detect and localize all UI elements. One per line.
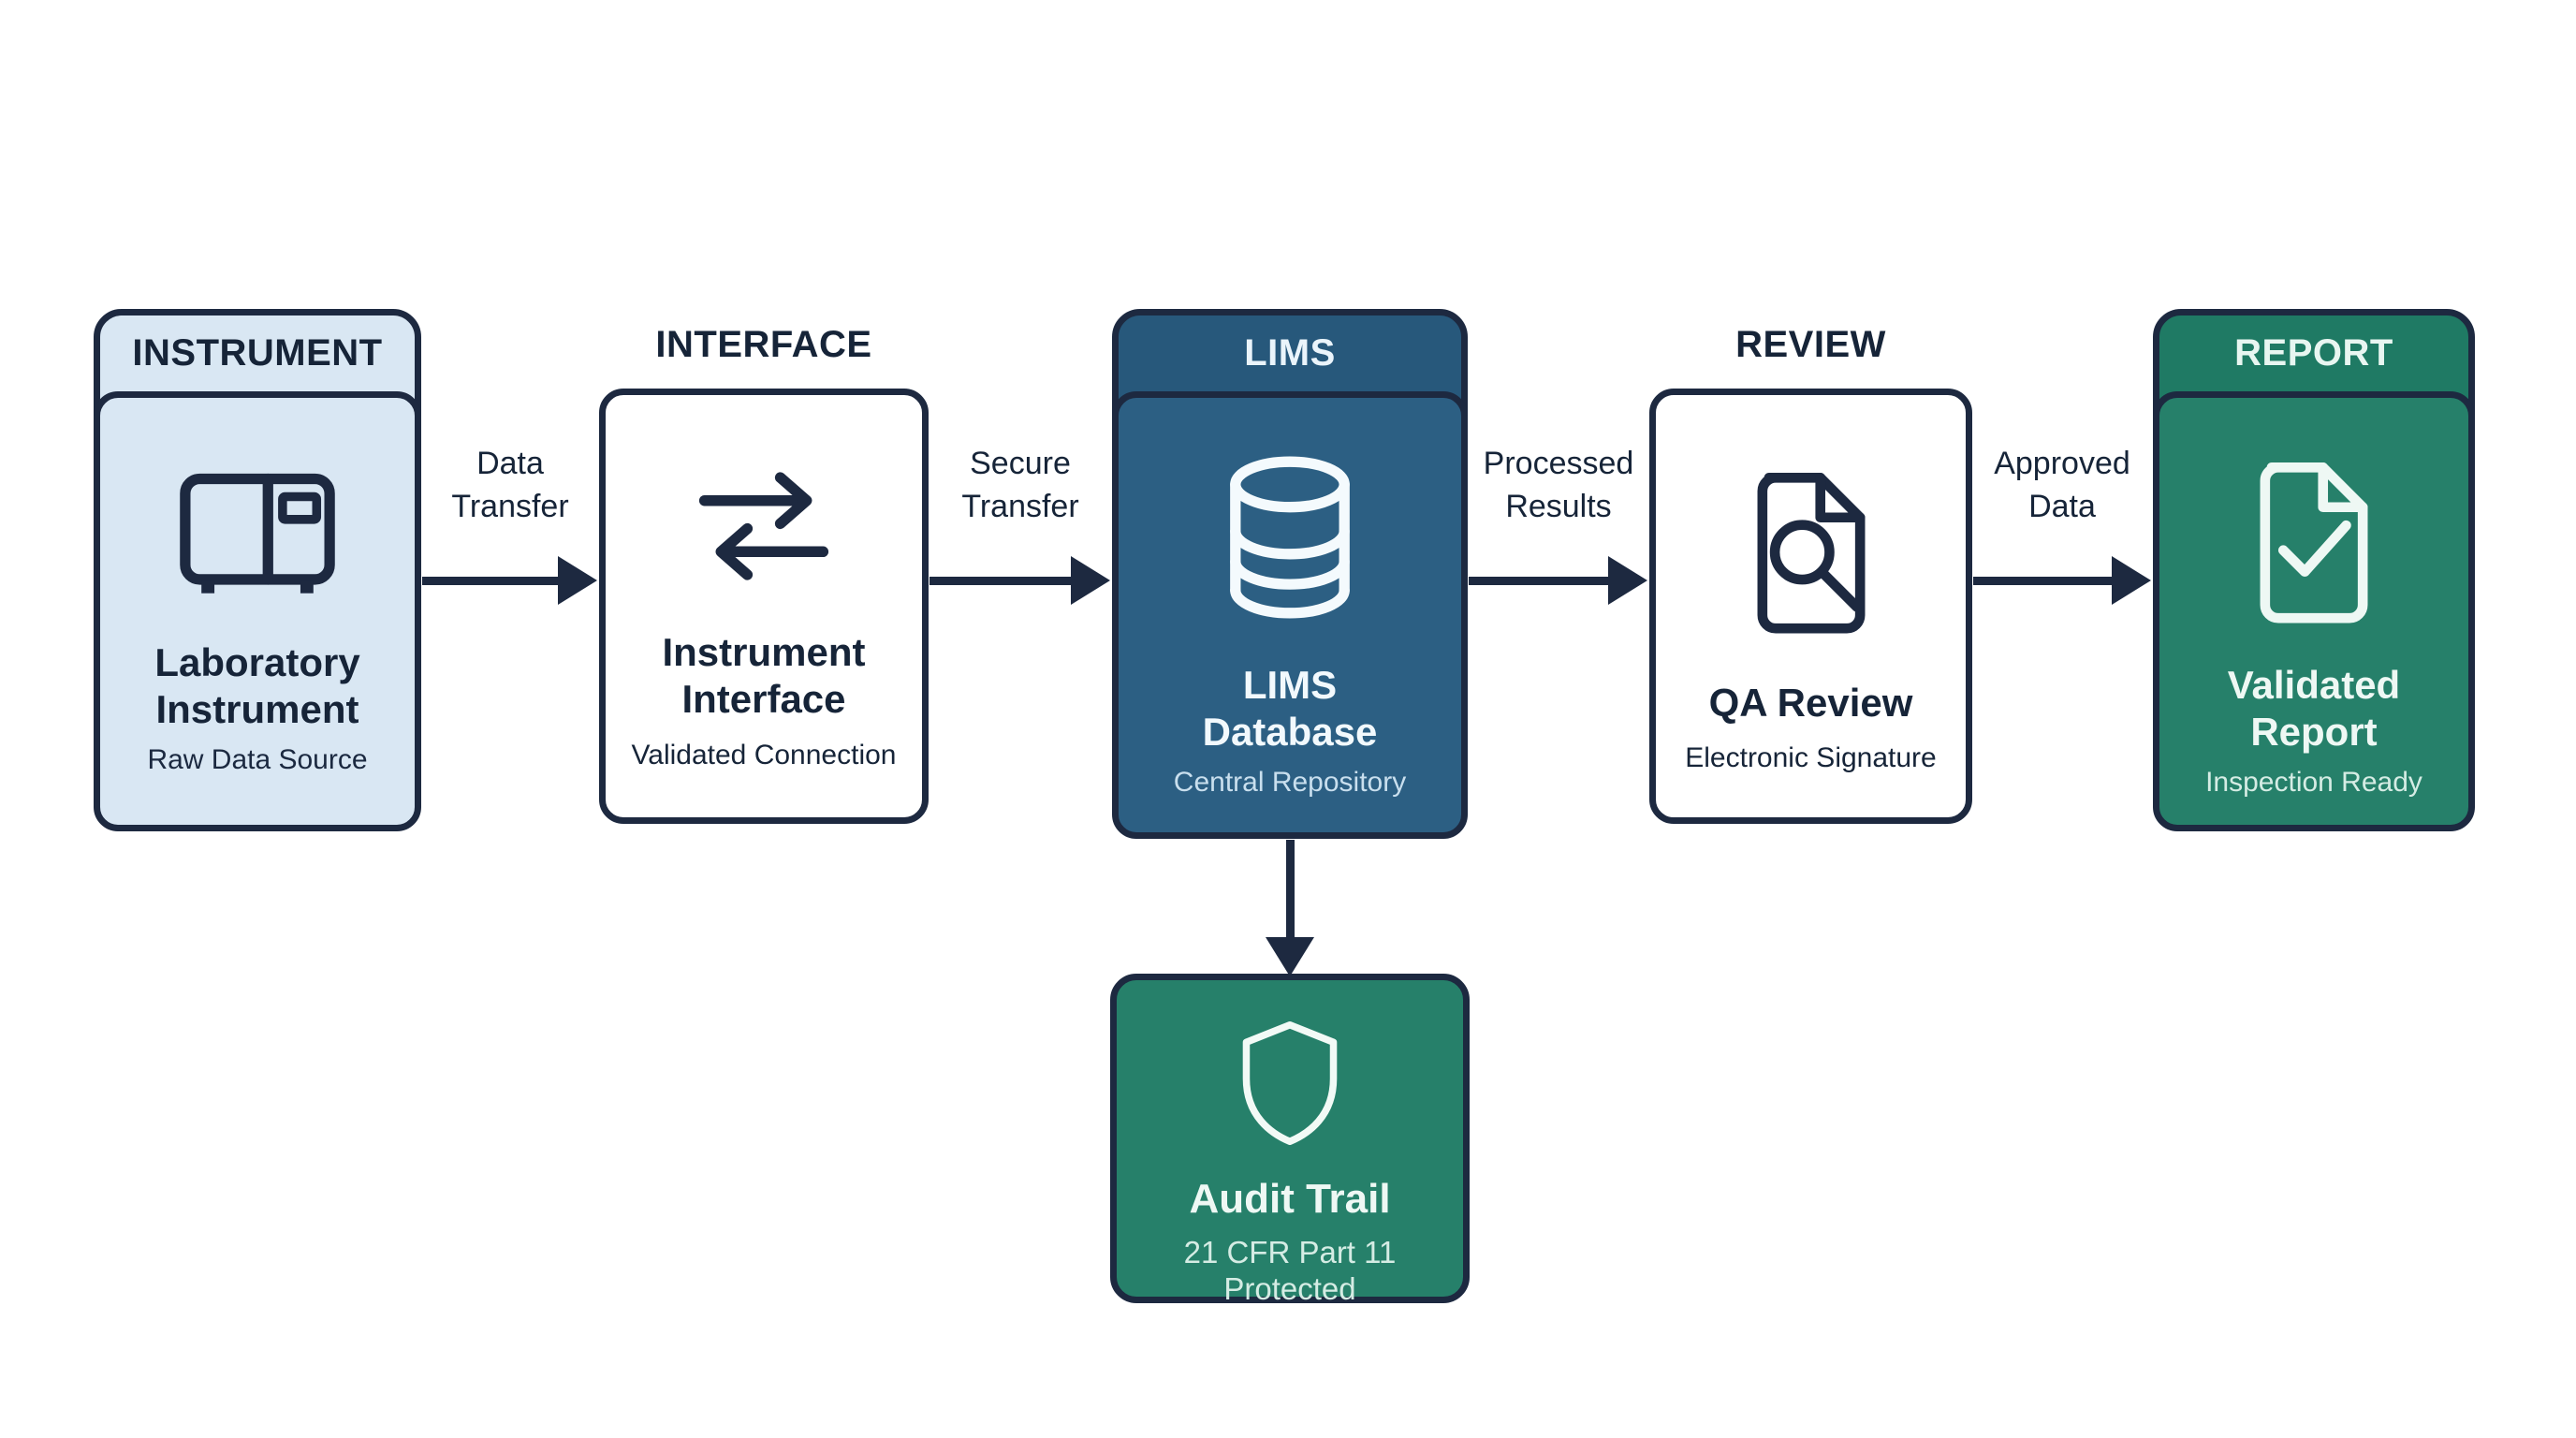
node-review-header: REVIEW: [1735, 324, 1886, 365]
node-instrument-body: Laboratory Instrument Raw Data Source: [94, 391, 421, 831]
node-report-body: Validated Report Inspection Ready: [2153, 391, 2475, 831]
node-lims-body: LIMS Database Central Repository: [1112, 391, 1468, 839]
edge-label-approved-data: Approved Data: [1994, 446, 2130, 524]
node-lims-subtitle: Central Repository: [1173, 766, 1407, 798]
document-search-icon: [1757, 473, 1865, 634]
transfer-arrows-icon: [698, 472, 829, 580]
node-interface-header: INTERFACE: [655, 324, 872, 365]
node-lims-header: LIMS: [1244, 332, 1336, 374]
node-report: REPORT Validated Report Inspection Ready: [2153, 309, 2475, 831]
node-report-subtitle: Inspection Ready: [2205, 766, 2422, 798]
node-instrument-header: INSTRUMENT: [132, 332, 383, 374]
edge-label-data-transfer: Data Transfer: [451, 446, 569, 524]
document-check-icon: [2260, 462, 2368, 624]
node-audit-subtitle: 21 CFR Part 11 Protected: [1183, 1234, 1397, 1307]
arrow-head: [2112, 556, 2151, 605]
arrow-head: [1071, 556, 1110, 605]
node-interface-title: Instrument Interface: [662, 630, 866, 722]
arrow-head: [1608, 556, 1647, 605]
node-interface-subtitle: Validated Connection: [631, 739, 897, 770]
node-audit-trail: Audit Trail 21 CFR Part 11 Protected: [1110, 974, 1470, 1306]
arrow-shaft: [1286, 840, 1295, 945]
arrow-review-to-report: [1973, 552, 2151, 609]
database-icon: [1230, 456, 1350, 619]
arrow-head: [1266, 937, 1314, 976]
edge-label-secure-transfer: Secure Transfer: [961, 446, 1079, 524]
node-instrument: INSTRUMENT Laboratory Instrument Raw Dat…: [94, 309, 421, 831]
arrow-interface-to-lims: [929, 552, 1110, 609]
arrow-shaft: [1973, 577, 2121, 585]
arrow-shaft: [1469, 577, 1617, 585]
node-report-header: REPORT: [2234, 332, 2393, 374]
node-review-title: QA Review: [1708, 681, 1913, 725]
node-lims: LIMS LIMS Database Central Repository: [1112, 309, 1468, 839]
node-instrument-subtitle: Raw Data Source: [147, 743, 368, 775]
arrow-instrument-to-interface: [422, 552, 597, 609]
arrow-shaft: [422, 577, 567, 585]
node-interface: Instrument Interface Validated Connectio…: [599, 389, 929, 824]
arrow-lims-to-audit: [1266, 840, 1314, 976]
arrow-head: [558, 556, 597, 605]
arrow-shaft: [929, 577, 1080, 585]
node-lims-title: LIMS Database: [1202, 663, 1378, 755]
shield-icon: [1242, 1020, 1338, 1146]
lab-instrument-icon: [180, 473, 335, 594]
node-audit-title: Audit Trail: [1189, 1176, 1391, 1222]
arrow-lims-to-review: [1469, 552, 1647, 609]
edge-label-processed-results: Processed Results: [1483, 446, 1634, 524]
node-report-title: Validated Report: [2227, 663, 2401, 755]
node-review: QA Review Electronic Signature: [1649, 389, 1972, 824]
node-instrument-title: Laboratory Instrument: [154, 640, 360, 732]
node-review-subtitle: Electronic Signature: [1685, 742, 1937, 774]
